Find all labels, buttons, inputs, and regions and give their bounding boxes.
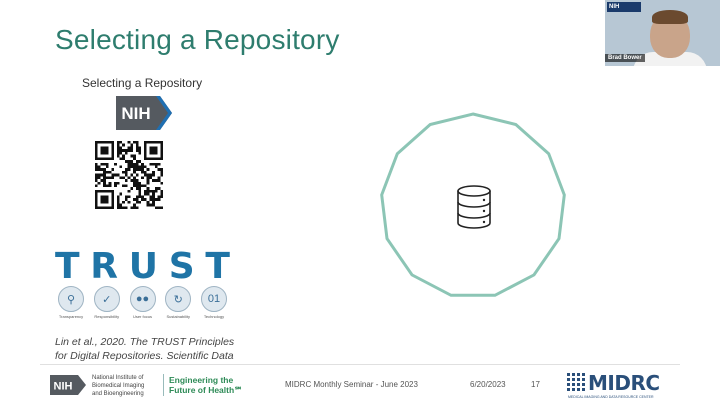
trust-item-transparency: ⚲ Transparency <box>55 286 87 326</box>
nih-logo: NIH <box>116 96 172 130</box>
footer-divider <box>40 364 680 365</box>
trust-item-responsibility: ✓ Responsibility <box>91 286 123 326</box>
repository-polygon-shape <box>380 112 566 297</box>
cycle-icon: ↻ <box>165 286 192 312</box>
institute-line-1: National Institute of <box>92 375 144 381</box>
database-icon <box>457 185 491 229</box>
slide-date: 6/20/2023 <box>470 380 506 389</box>
video-nih-logo: NIH <box>607 2 641 12</box>
trust-letter-u: U <box>128 246 158 287</box>
polygon-outline <box>380 112 566 297</box>
trust-letters: T R U S T <box>55 246 230 287</box>
midrc-grid-icon <box>566 371 586 393</box>
trust-item-technology: 01 Technology <box>198 286 230 326</box>
trust-letter-r: R <box>90 246 119 287</box>
tagline: Engineering the Future of Health℠ <box>169 375 243 395</box>
users-icon: ●● <box>129 286 156 312</box>
section-subheading: Selecting a Repository <box>82 76 203 90</box>
magnifier-icon: ⚲ <box>58 286 84 312</box>
institute-line-2: Biomedical Imaging <box>92 383 145 389</box>
slide-footer: NIH National Institute of Biomedical Ima… <box>0 368 720 404</box>
institute-line-3: and Bioengineering <box>92 391 144 397</box>
nih-footer-logo: NIH <box>50 375 86 395</box>
footer-separator <box>163 374 164 396</box>
trust-label: Transparency <box>58 314 84 319</box>
trust-label: Sustainability <box>166 314 191 319</box>
trust-letter-s: S <box>168 246 195 287</box>
midrc-logo: MIDRC MEDICAL IMAGING AND DATA RESOURCE … <box>566 371 666 401</box>
trust-letter-t1: T <box>55 246 80 287</box>
speaker-shirt <box>633 52 707 66</box>
trust-item-sustainability: ↻ Sustainability <box>162 286 194 326</box>
slide-number: 17 <box>531 380 540 389</box>
qr-code[interactable] <box>95 141 163 209</box>
trust-label: Responsibility <box>94 314 120 319</box>
seminar-name: MIDRC Monthly Seminar - June 2023 <box>285 380 418 389</box>
trust-label: User focus <box>132 314 153 319</box>
midrc-wordmark: MIDRC <box>588 371 660 395</box>
nih-logo-text: NIH <box>121 104 150 123</box>
binary-icon: 01 <box>201 286 227 312</box>
speaker-video-thumbnail[interactable]: NIH Brad Bower <box>605 0 720 66</box>
checkmark-icon: ✓ <box>93 286 120 312</box>
trust-item-user-focus: ●● User focus <box>127 286 159 326</box>
nih-footer-text: NIH <box>54 381 73 393</box>
trust-icons: ⚲ Transparency ✓ Responsibility ●● User … <box>55 286 230 326</box>
trust-label: Technology <box>203 314 225 319</box>
institute-name: National Institute of Biomedical Imaging… <box>92 374 164 398</box>
tagline-line-1: Engineering the <box>169 375 234 385</box>
citation-line-2: for Digital Repositories. Scientific Dat… <box>55 350 234 362</box>
trust-principles-graphic: T R U S T ⚲ Transparency ✓ Responsibilit… <box>55 246 230 330</box>
trust-letter-t2: T <box>205 246 230 287</box>
speaker-name-label: Brad Bower <box>605 54 645 62</box>
midrc-subtitle: MEDICAL IMAGING AND DATA RESOURCE CENTER <box>568 395 654 399</box>
citation-line-1: Lin et al., 2020. The TRUST Principles <box>55 336 235 348</box>
slide-title: Selecting a Repository <box>55 24 340 55</box>
citation: Lin et al., 2020. The TRUST Principles f… <box>55 335 265 363</box>
tagline-line-2: Future of Health℠ <box>169 385 243 395</box>
speaker-hair <box>652 10 688 24</box>
